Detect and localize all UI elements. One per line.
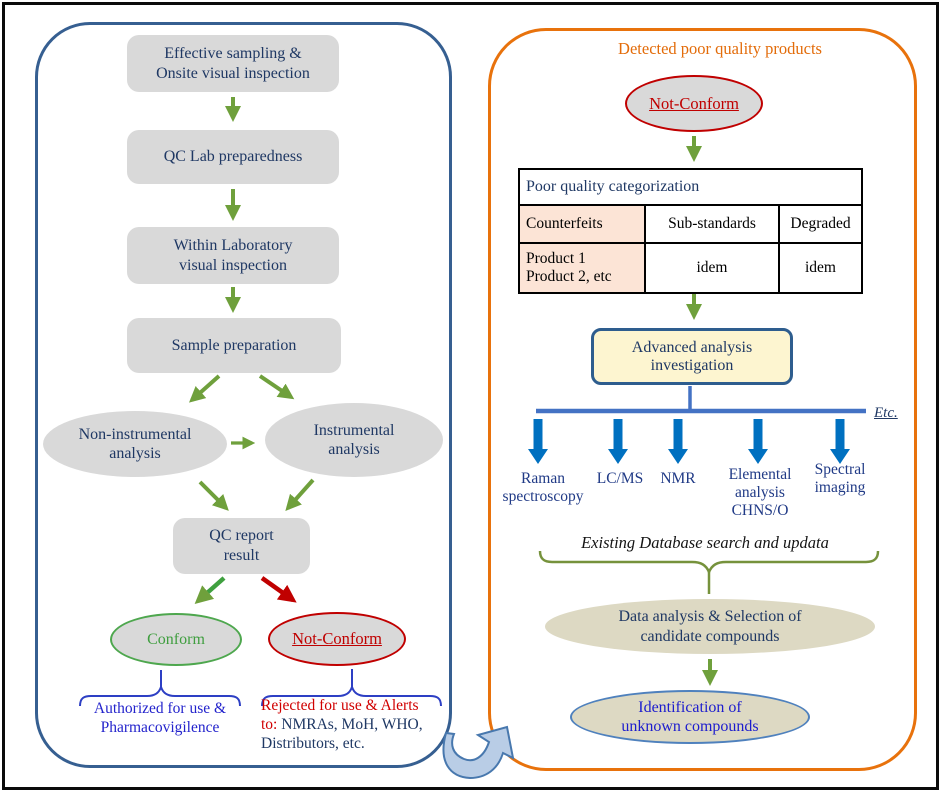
rejected-to: to: [261,715,278,733]
table-data-row: Product 1 Product 2, etc idem idem [518,242,863,294]
table-header-row: Poor quality categorization [518,168,863,206]
step-sample-preparation: Sample preparation [127,318,341,373]
step-qc-lab-preparedness: QC Lab preparedness [127,130,339,184]
step-label: Effective sampling & Onsite visual inspe… [156,44,310,82]
col-counterfeits: Counterfeits [518,204,646,244]
ellipse-instrumental-analysis: Instrumental analysis [265,403,443,477]
rejected-recipients: NMRAs, MoH, WHO, [277,715,423,733]
not-conform-label: Not-Conform [292,629,382,649]
not-conform-label: Not-Conform [649,93,739,113]
technique-spectral-imaging: Spectral imaging [814,461,866,496]
ellipse-non-instrumental-analysis: Non-instrumental analysis [43,411,227,477]
ellipse-label: Data analysis & Selection of candidate c… [618,608,802,645]
cell-idem-1: idem [644,242,780,294]
technique-lcms: LC/MS [596,470,644,487]
database-search-note: Existing Database search and updata [581,533,829,552]
poor-quality-table: Poor quality categorization Counterfeits… [518,168,863,294]
box-advanced-analysis: Advanced analysis investigation [591,328,793,385]
step-within-lab-inspection: Within Laboratory visual inspection [127,227,339,284]
poor-quality-panel [488,28,917,771]
rejected-line-2: to: NMRAs, MoH, WHO, [261,716,445,735]
etc-label: Etc. [874,405,898,421]
step-effective-sampling: Effective sampling & Onsite visual inspe… [127,35,339,92]
rejected-line-3: Distributors, etc. [261,734,365,752]
box-label: QC report result [209,527,274,564]
ellipse-not-conform-right: Not-Conform [625,75,763,132]
table-column-row: Counterfeits Sub-standards Degraded [518,204,863,244]
ellipse-identification: Identification of unknown compounds [570,690,810,744]
ellipse-data-analysis: Data analysis & Selection of candidate c… [545,599,875,654]
note-rejected-for-use: Rejected for use & Alerts to: NMRAs, MoH… [261,697,445,754]
ellipse-label: Identification of unknown compounds [621,698,759,735]
technique-raman: Raman spectroscopy [502,470,584,505]
right-panel-title: Detected poor quality products [618,39,822,58]
ellipse-not-conform-left: Not-Conform [268,612,406,666]
ellipse-label: Instrumental analysis [313,421,395,458]
technique-nmr: NMR [660,470,696,487]
conform-label: Conform [147,630,205,648]
cell-idem-2: idem [778,242,863,294]
note-authorized-for-use: Authorized for use & Pharmacovigilence [93,700,227,736]
col-sub-standards: Sub-standards [644,204,780,244]
table-title-cell: Poor quality categorization [518,168,863,206]
step-label: QC Lab preparedness [163,148,303,166]
ellipse-conform: Conform [110,613,242,666]
technique-elemental: Elemental analysis CHNS/O [728,466,792,519]
step-label: Sample preparation [171,336,297,354]
rejected-line-1: Rejected for use & Alerts [261,697,419,714]
ellipse-label: Non-instrumental analysis [78,425,192,462]
col-degraded: Degraded [778,204,863,244]
cell-products: Product 1 Product 2, etc [518,242,646,294]
box-qc-report-result: QC report result [173,518,310,574]
step-label: Within Laboratory visual inspection [173,236,293,274]
